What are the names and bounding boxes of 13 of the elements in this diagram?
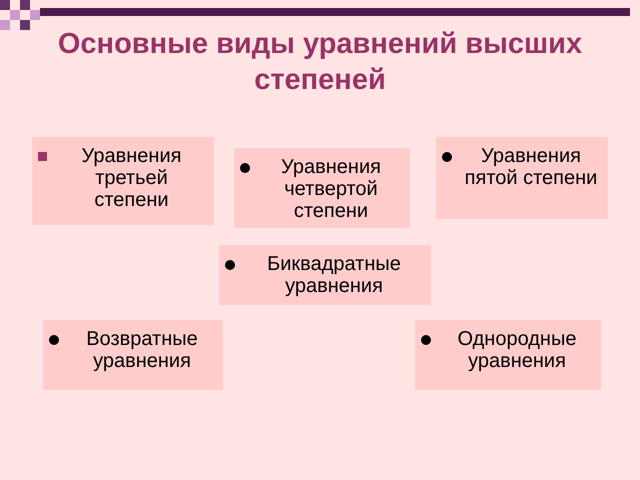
box-text: Однородные уравнения	[456, 328, 578, 372]
text-box	[234, 148, 410, 228]
text-box	[436, 137, 608, 219]
text-box	[219, 245, 431, 305]
box-text: Возвратные уравнения	[85, 328, 199, 372]
box-text: Уравнения четвертой степени	[280, 156, 382, 222]
text-box	[43, 320, 223, 390]
box-text: Биквадратные уравнения	[266, 253, 402, 297]
text-box	[32, 137, 214, 225]
text-box	[415, 320, 601, 390]
box-text: Уравнения пятой степени	[464, 145, 598, 189]
box-text: Уравнения третьей степени	[80, 145, 182, 211]
slide-title: Основные виды уравнений высших степеней	[56, 27, 584, 98]
